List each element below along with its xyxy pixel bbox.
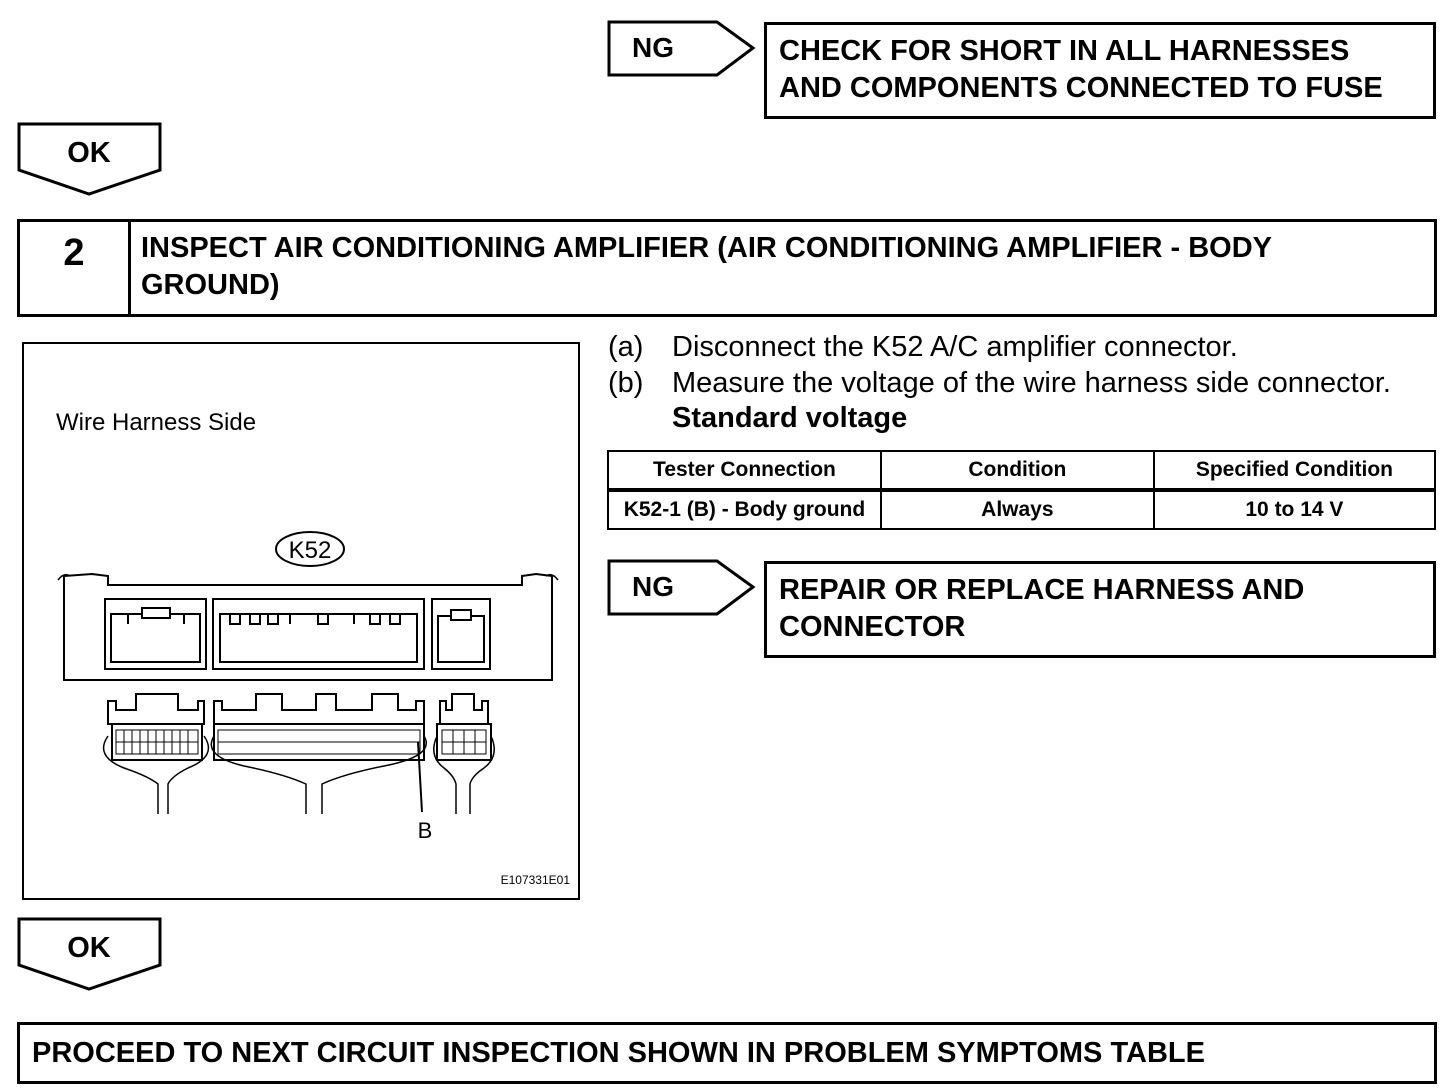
result-line: CONNECTOR [779, 611, 966, 643]
step-title-line: GROUND) [141, 269, 280, 301]
step-divider [128, 222, 131, 314]
item-text: Measure the voltage of the wire harness … [672, 367, 1391, 399]
connector-diagram: Wire Harness Side K52 [22, 342, 580, 900]
table-header-cell: Tester Connection [607, 450, 882, 492]
ng-arrow-mid: NG [607, 559, 756, 616]
plug-left [107, 693, 205, 725]
diagram-heading: Wire Harness Side [56, 409, 256, 436]
ng-result-box-mid: REPAIR OR REPLACE HARNESS AND CONNECTOR [764, 561, 1436, 658]
spec-table: Tester Connection Condition Specified Co… [607, 450, 1437, 530]
ok-arrow-2: OK [17, 917, 162, 991]
terminal-leader-line [417, 741, 423, 813]
plug-middle-pins [217, 729, 421, 755]
connector-callout [275, 531, 345, 567]
wire-harness [102, 735, 495, 814]
step-title: INSPECT AIR CONDITIONING AMPLIFIER (AIR … [141, 230, 1421, 304]
ok-label: OK [67, 137, 111, 169]
step-header: 2 INSPECT AIR CONDITIONING AMPLIFIER (AI… [17, 219, 1437, 317]
receptacle-middle [212, 598, 425, 670]
table-cell: 10 to 14 V [1152, 489, 1437, 530]
plug-middle [213, 693, 425, 725]
receptacle-right [431, 598, 491, 670]
final-action-box: PROCEED TO NEXT CIRCUIT INSPECTION SHOWN… [17, 1022, 1437, 1084]
terminal-label: B [418, 818, 433, 843]
standard-label: Standard voltage [672, 402, 908, 434]
item-text: Disconnect the K52 A/C amplifier connect… [672, 331, 1238, 363]
figure-code: E107331E01 [501, 873, 571, 887]
table-header-cell: Condition [879, 450, 1155, 492]
step-title-line: INSPECT AIR CONDITIONING AMPLIFIER (AIR … [141, 232, 1272, 264]
table-header-row: Tester Connection Condition Specified Co… [607, 450, 1437, 492]
result-line: CHECK FOR SHORT IN ALL HARNESSES [779, 35, 1350, 67]
ok-arrow-1: OK [17, 122, 162, 196]
amplifier-housing [63, 572, 553, 681]
table-row: K52-1 (B) - Body ground Always 10 to 14 … [607, 489, 1437, 530]
ng-result-box-top: CHECK FOR SHORT IN ALL HARNESSES AND COM… [764, 22, 1436, 119]
table-header-cell: Specified Condition [1152, 450, 1437, 492]
item-marker: (b) [608, 367, 644, 399]
plug-left-pins [115, 729, 199, 755]
ok-label: OK [67, 932, 111, 964]
plug-right [439, 693, 489, 725]
ng-label: NG [632, 32, 674, 63]
table-cell: Always [879, 489, 1155, 530]
item-marker: (a) [608, 331, 644, 363]
step-number: 2 [63, 232, 85, 274]
result-line: AND COMPONENTS CONNECTED TO FUSE [779, 72, 1383, 104]
ng-arrow-top: NG [607, 20, 756, 77]
result-line: REPAIR OR REPLACE HARNESS AND [779, 574, 1305, 606]
ng-label: NG [632, 571, 674, 602]
connector-illustration: Wire Harness Side K52 [56, 409, 571, 887]
final-action-text: PROCEED TO NEXT CIRCUIT INSPECTION SHOWN… [32, 1037, 1205, 1069]
plug-right-pins [441, 729, 487, 755]
connector-label: K52 [289, 537, 332, 564]
table-cell: K52-1 (B) - Body ground [607, 489, 882, 530]
receptacle-left [104, 598, 207, 670]
